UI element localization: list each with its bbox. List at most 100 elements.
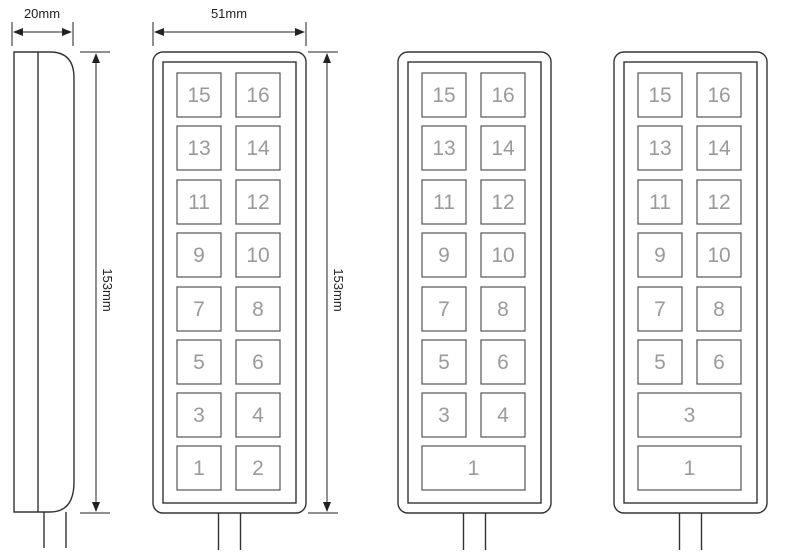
key-face[interactable] [235, 392, 281, 438]
keypad-key-12[interactable]: 12 [235, 179, 281, 225]
key-face[interactable] [696, 179, 742, 225]
key-label: 1 [468, 457, 480, 480]
keypad-key-4[interactable]: 4 [480, 392, 526, 438]
keypad-key-11[interactable]: 11 [421, 179, 467, 225]
keypad-key-6[interactable]: 6 [235, 339, 281, 385]
key-face[interactable] [480, 179, 526, 225]
keypad-key-12[interactable]: 12 [696, 179, 742, 225]
keypad-key-14[interactable]: 14 [235, 125, 281, 171]
key-face[interactable] [637, 339, 683, 385]
key-face[interactable] [637, 445, 742, 491]
key-face[interactable] [235, 339, 281, 385]
key-face[interactable] [235, 232, 281, 278]
keypad-key-13[interactable]: 13 [176, 125, 222, 171]
key-face[interactable] [696, 339, 742, 385]
keypad-key-7[interactable]: 7 [176, 286, 222, 332]
keypad-key-6[interactable]: 6 [480, 339, 526, 385]
keypad-key-12[interactable]: 12 [480, 179, 526, 225]
key-face[interactable] [696, 72, 742, 118]
keypad-key-3[interactable]: 3 [637, 392, 742, 438]
key-face[interactable] [480, 339, 526, 385]
key-face[interactable] [480, 392, 526, 438]
keypad-key-16[interactable]: 16 [696, 72, 742, 118]
key-face[interactable] [176, 445, 222, 491]
keypad-outer-body [397, 51, 552, 514]
keypad-key-16[interactable]: 16 [480, 72, 526, 118]
key-label: 9 [438, 244, 450, 267]
key-face[interactable] [235, 286, 281, 332]
keypad-key-9[interactable]: 9 [176, 232, 222, 278]
keypad-key-3[interactable]: 3 [421, 392, 467, 438]
key-face[interactable] [480, 232, 526, 278]
keypad-key-15[interactable]: 15 [421, 72, 467, 118]
key-face[interactable] [421, 286, 467, 332]
keypad-key-8[interactable]: 8 [480, 286, 526, 332]
keypad-key-7[interactable]: 7 [421, 286, 467, 332]
key-face[interactable] [421, 339, 467, 385]
key-face[interactable] [696, 232, 742, 278]
keypad-key-9[interactable]: 9 [421, 232, 467, 278]
keypad-key-10[interactable]: 10 [696, 232, 742, 278]
keypad-key-6[interactable]: 6 [696, 339, 742, 385]
key-label: 8 [497, 298, 509, 321]
key-label: 12 [707, 191, 730, 214]
keypad-key-2[interactable]: 2 [235, 445, 281, 491]
key-face[interactable] [235, 125, 281, 171]
key-face[interactable] [421, 72, 467, 118]
key-label: 9 [193, 244, 205, 267]
keypad-key-5[interactable]: 5 [421, 339, 467, 385]
key-face[interactable] [696, 125, 742, 171]
keypad-key-9[interactable]: 9 [637, 232, 683, 278]
key-face[interactable] [637, 286, 683, 332]
key-face[interactable] [421, 125, 467, 171]
key-face[interactable] [480, 286, 526, 332]
key-face[interactable] [480, 72, 526, 118]
keypad-key-15[interactable]: 15 [176, 72, 222, 118]
keypad-key-13[interactable]: 13 [637, 125, 683, 171]
key-face[interactable] [637, 72, 683, 118]
keypad-key-1[interactable]: 1 [421, 445, 526, 491]
keypad-key-5[interactable]: 5 [637, 339, 683, 385]
key-face[interactable] [235, 72, 281, 118]
key-face[interactable] [176, 232, 222, 278]
keypad-key-14[interactable]: 14 [696, 125, 742, 171]
keypad-key-8[interactable]: 8 [696, 286, 742, 332]
key-face[interactable] [480, 125, 526, 171]
key-face[interactable] [235, 445, 281, 491]
key-face[interactable] [637, 392, 742, 438]
keypad-key-1[interactable]: 1 [176, 445, 222, 491]
key-face[interactable] [421, 445, 526, 491]
key-face[interactable] [176, 125, 222, 171]
key-face[interactable] [176, 339, 222, 385]
keypad-key-14[interactable]: 14 [480, 125, 526, 171]
key-face[interactable] [421, 179, 467, 225]
keypad-key-10[interactable]: 10 [480, 232, 526, 278]
key-face[interactable] [421, 232, 467, 278]
keypad-key-7[interactable]: 7 [637, 286, 683, 332]
keypad-key-11[interactable]: 11 [176, 179, 222, 225]
keypad-key-13[interactable]: 13 [421, 125, 467, 171]
keypad-key-10[interactable]: 10 [235, 232, 281, 278]
key-face[interactable] [176, 179, 222, 225]
key-face[interactable] [637, 125, 683, 171]
key-face[interactable] [176, 286, 222, 332]
keypad-key-11[interactable]: 11 [637, 179, 683, 225]
keypad-key-16[interactable]: 16 [235, 72, 281, 118]
keypad-key-8[interactable]: 8 [235, 286, 281, 332]
keypad-key-15[interactable]: 15 [637, 72, 683, 118]
key-face[interactable] [421, 392, 467, 438]
keypad-key-3[interactable]: 3 [176, 392, 222, 438]
key-face[interactable] [637, 232, 683, 278]
keypad-key-1[interactable]: 1 [637, 445, 742, 491]
key-face[interactable] [176, 72, 222, 118]
key-face[interactable] [696, 286, 742, 332]
keypad-key-4[interactable]: 4 [235, 392, 281, 438]
key-face[interactable] [637, 179, 683, 225]
key-face[interactable] [235, 179, 281, 225]
keypad-key-5[interactable]: 5 [176, 339, 222, 385]
key-label: 4 [252, 404, 264, 427]
side-view-body [13, 51, 75, 513]
key-face[interactable] [176, 392, 222, 438]
